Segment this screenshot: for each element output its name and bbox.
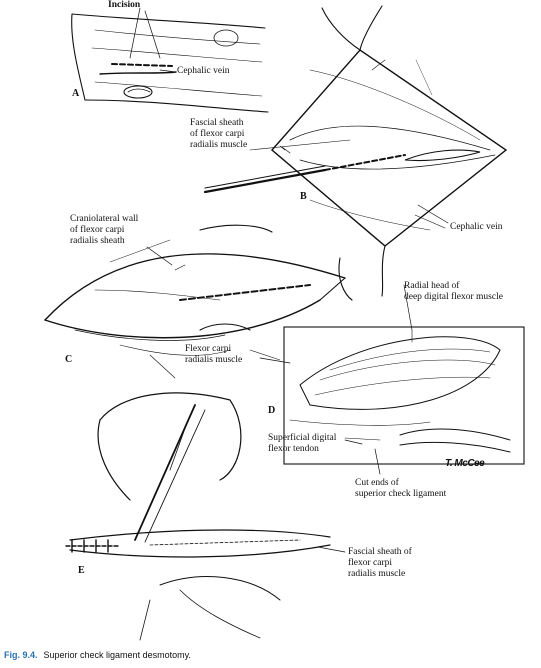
label-fascial-sheath-e: Fascial sheath of flexor carpi radialis … <box>348 547 412 579</box>
panel-letter-b: B <box>300 191 307 202</box>
label-fascial-sheath-b: Fascial sheath of flexor carpi radialis … <box>190 118 248 150</box>
label-craniolateral-wall: Craniolateral wall of flexor carpi radia… <box>70 214 139 246</box>
label-superficial-digital: Superficial digital flexor tendon <box>268 433 337 454</box>
label-flexor-carpi-c: Flexor carpi radialis muscle <box>185 344 243 365</box>
leader-lines <box>144 10 449 553</box>
figure-number: Fig. 9.4. <box>4 650 38 660</box>
panel-a-drawing <box>71 7 269 113</box>
label-cephalic-vein-a: Cephalic vein <box>177 66 230 76</box>
panel-letter-d: D <box>268 405 276 416</box>
label-cut-ends: Cut ends of superior check ligament <box>355 478 447 499</box>
caption-text: Superior check ligament desmotomy. <box>43 650 191 660</box>
panel-d-drawing <box>283 326 525 465</box>
panel-letter-c: C <box>65 354 73 365</box>
label-incision: Incision <box>108 0 141 10</box>
artist-signature: T. McCee <box>445 458 485 469</box>
figure-caption: Fig. 9.4. Superior check ligament desmoto… <box>4 650 191 660</box>
label-radial-head: Radial head of deep digital flexor muscl… <box>404 281 503 302</box>
panel-letter-e: E <box>78 565 85 576</box>
panel-e-drawing <box>65 392 331 641</box>
panel-b-drawing <box>203 5 508 301</box>
panel-c-drawing <box>44 224 346 379</box>
panel-letter-a: A <box>72 88 80 99</box>
label-cephalic-vein-b: Cephalic vein <box>450 222 503 232</box>
